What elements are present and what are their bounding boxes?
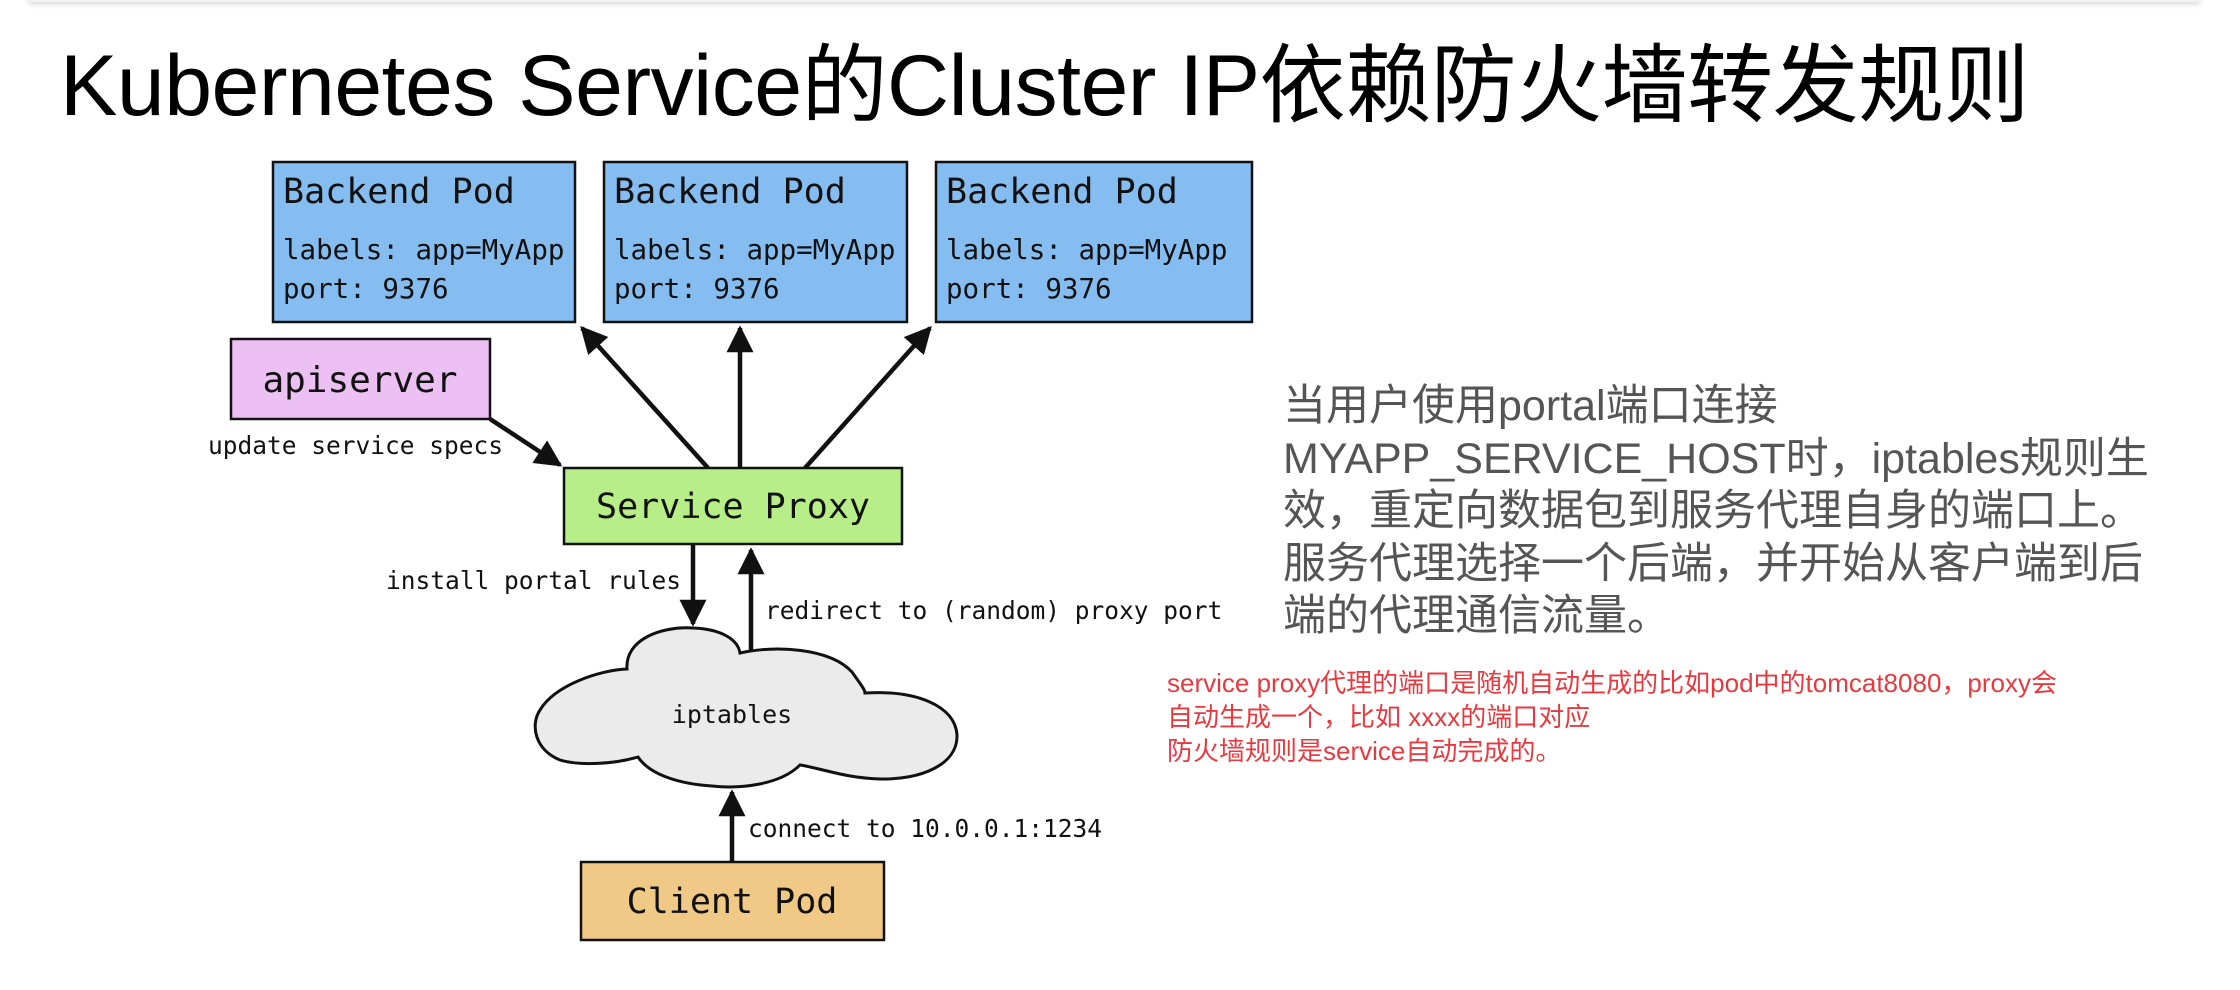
iptables-node: iptables [533, 626, 959, 789]
install-portal-rules-label: install portal rules [386, 566, 681, 595]
slide-title: Kubernetes Service的Cluster IP依赖防火墙转发规则 [60, 38, 2030, 134]
backend-pod-labels: labels: app=MyApp [614, 234, 895, 266]
client-pod-label: Client Pod [627, 882, 838, 922]
arrow-proxy-to-backend-3 [803, 325, 932, 470]
update-service-specs-label: update service specs [208, 431, 503, 460]
arrow-proxy-to-backend-1 [580, 325, 710, 470]
redirect-proxy-port-label: redirect to (random) proxy port [765, 596, 1222, 625]
arrow-apiserver-to-proxy [488, 417, 563, 467]
backend-pod: Backend Pod labels: app=MyApp port: 9376 [602, 160, 909, 324]
backend-pod-box [271, 160, 577, 324]
backend-pod-title: Backend Pod [283, 172, 515, 212]
backend-pod-port: port: 9376 [946, 273, 1112, 305]
description-text: 当用户使用portal端口连接 MYAPP_SERVICE_HOST时，ipta… [1283, 380, 2183, 643]
service-proxy-label: Service Proxy [596, 487, 870, 527]
backend-pod-title: Backend Pod [614, 172, 846, 212]
description-line: 当用户使用portal端口连接 [1283, 382, 1778, 430]
description-line: 服务代理选择一个后端，并开始从客户端到后 [1283, 539, 2143, 588]
backend-pod-port: port: 9376 [283, 273, 449, 305]
backend-pod: Backend Pod labels: app=MyApp port: 9376 [271, 160, 577, 324]
description-line: 效，重定向数据包到服务代理自身的端口上。 [1283, 487, 2143, 535]
client-pod-node: Client Pod [579, 860, 886, 942]
description-line: 端的代理通信流量。 [1283, 592, 1670, 640]
backend-pod-labels: labels: app=MyApp [946, 234, 1227, 266]
apiserver-node: apiserver [229, 337, 492, 421]
backend-pod-port: port: 9376 [614, 273, 780, 305]
connect-to-label: connect to 10.0.0.1:1234 [748, 814, 1102, 843]
backend-pod-box [602, 160, 909, 324]
description-line: MYAPP_SERVICE_HOST时，iptables规则生 [1283, 434, 2149, 483]
note-line: 自动生成一个，比如 xxxx的端口对应 [1167, 702, 1591, 732]
note-line: 防火墙规则是service自动完成的。 [1167, 736, 1562, 766]
red-annotation-note: service proxy代理的端口是随机自动生成的比如pod中的tomcat8… [1167, 666, 2207, 768]
apiserver-label: apiserver [262, 360, 457, 401]
iptables-cloud [533, 626, 959, 789]
backend-pod-labels: labels: app=MyApp [283, 234, 564, 266]
backend-pod-box [934, 160, 1254, 324]
service-proxy-box [562, 466, 904, 546]
client-pod-box [579, 860, 886, 942]
edges [488, 325, 932, 862]
backend-pod-title: Backend Pod [946, 172, 1178, 212]
apiserver-box [229, 337, 492, 421]
iptables-label: iptables [672, 700, 792, 729]
window-top-edge [28, 0, 2200, 2]
backend-pod: Backend Pod labels: app=MyApp port: 9376 [934, 160, 1254, 324]
note-line: service proxy代理的端口是随机自动生成的比如pod中的tomcat8… [1167, 668, 2057, 698]
service-proxy-node: Service Proxy [562, 466, 904, 546]
